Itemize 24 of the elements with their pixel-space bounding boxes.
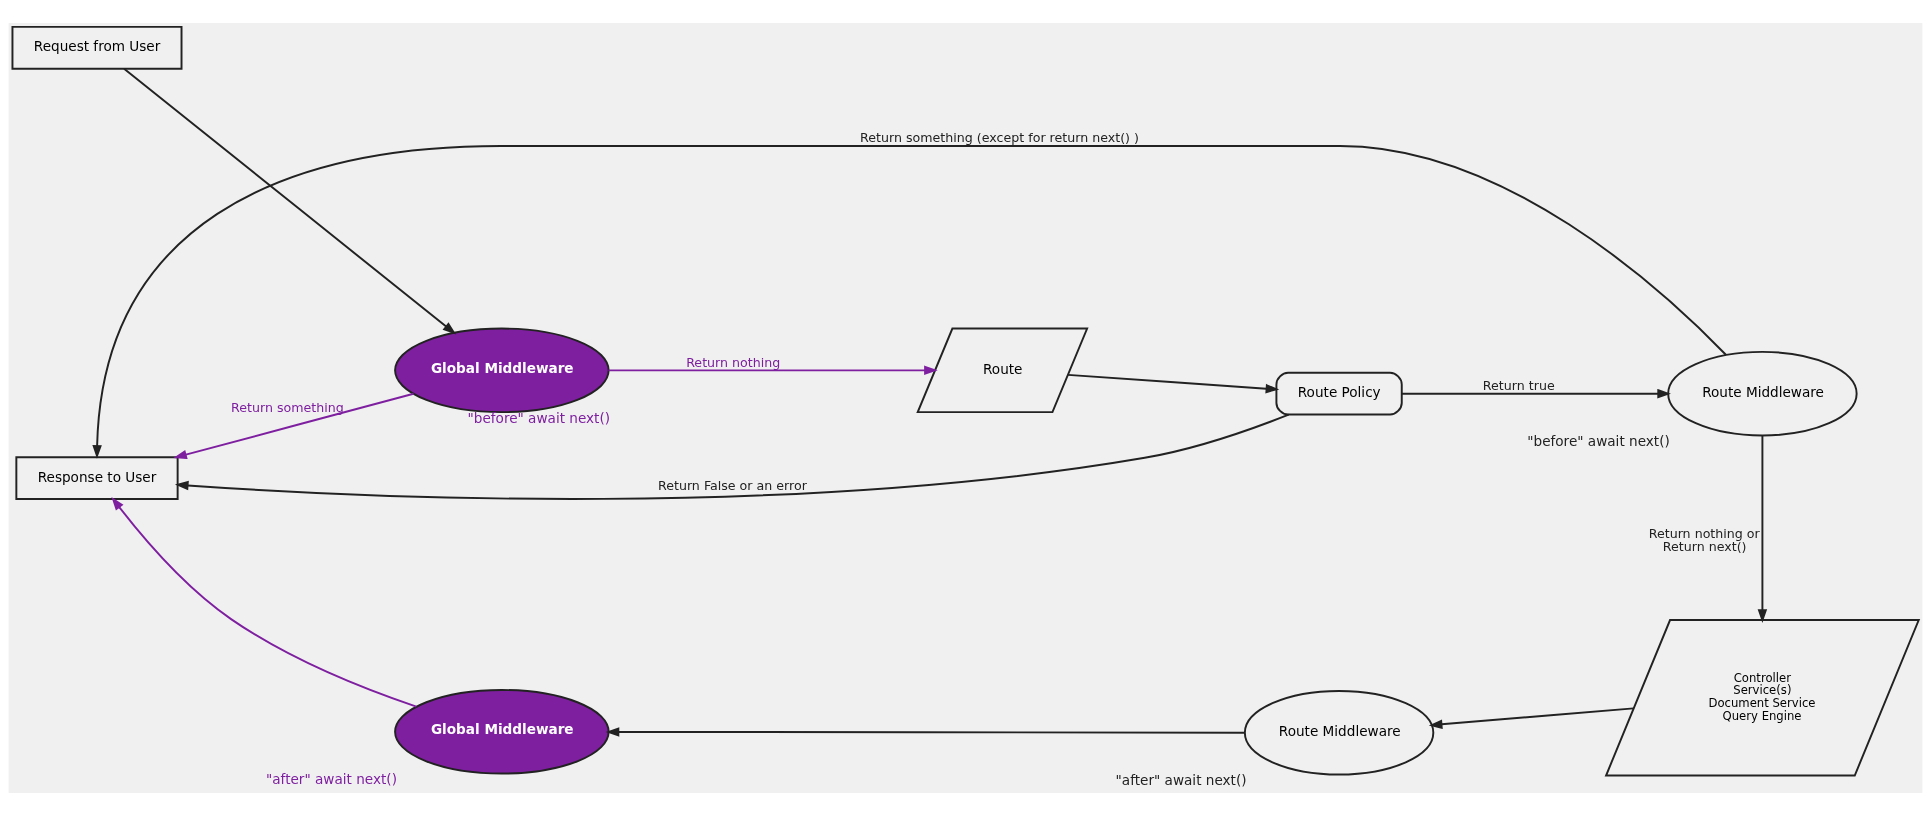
arrow bbox=[174, 413, 1290, 500]
edge-label: Return something (except for return next() ) bbox=[860, 130, 1139, 146]
arrow bbox=[111, 496, 418, 708]
arrow bbox=[607, 365, 938, 376]
node-label: "after" await next() bbox=[266, 771, 397, 788]
arrow bbox=[123, 67, 457, 335]
edge-label: Return nothing or Return next() bbox=[1648, 525, 1760, 555]
node-box: Route Policy bbox=[1275, 371, 1403, 416]
arrow bbox=[92, 144, 1728, 459]
arrow bbox=[1066, 373, 1280, 394]
node-label: "before" await next() bbox=[1527, 433, 1670, 450]
arrow bbox=[173, 392, 415, 460]
edge-label: Return False or an error bbox=[657, 478, 807, 494]
arrow bbox=[1428, 707, 1635, 730]
edge-label: Return nothing bbox=[686, 354, 781, 370]
node-ellipse: Global Middleware bbox=[394, 689, 610, 775]
node-box: Request from User bbox=[11, 25, 183, 70]
arrow bbox=[1757, 434, 1768, 623]
edge-label: Return true bbox=[1482, 378, 1555, 394]
arrow bbox=[605, 727, 1246, 737]
node-ellipse: Route Middleware bbox=[1667, 350, 1858, 437]
edge-label: Return something bbox=[231, 399, 344, 415]
node-box: Response to User bbox=[15, 456, 179, 501]
arrow bbox=[1400, 388, 1671, 399]
